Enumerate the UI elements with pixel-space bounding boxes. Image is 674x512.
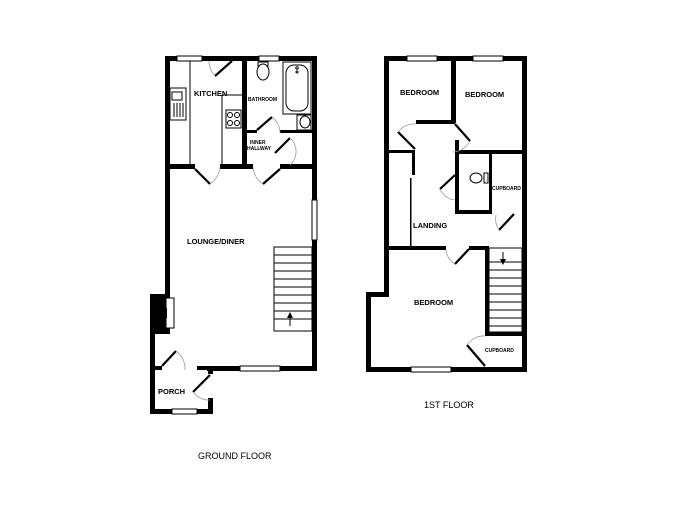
window-bedroom-2 bbox=[472, 55, 504, 62]
room-label-inner-hallway-1: INNER bbox=[250, 140, 266, 146]
room-label-bathroom: BATHROOM bbox=[248, 97, 277, 103]
stairs-down-icon bbox=[488, 247, 523, 333]
window-lounge-front bbox=[239, 365, 281, 372]
room-label-bedroom-2: BEDROOM bbox=[465, 90, 504, 99]
window-porch bbox=[171, 408, 198, 415]
first-floor-doors bbox=[397, 123, 515, 367]
bath-icon bbox=[282, 61, 312, 115]
stairs-up-icon bbox=[273, 246, 313, 332]
ground-floor-plan: KITCHEN BATHROOM INNER HALLWAY LOUNGE/DI… bbox=[150, 55, 318, 461]
ground-floor-doors bbox=[161, 60, 297, 401]
hob-icon bbox=[225, 109, 242, 129]
window-kitchen bbox=[176, 55, 203, 62]
toilet-icon bbox=[256, 61, 270, 81]
ground-floor-windows bbox=[171, 55, 318, 415]
washbasin-icon bbox=[296, 114, 312, 131]
kitchen-worktops bbox=[169, 61, 242, 164]
first-floor-windows bbox=[406, 55, 504, 373]
window-bedroom-3 bbox=[410, 366, 452, 373]
fireplace-icon bbox=[161, 297, 175, 329]
first-floor-plan: BEDROOM BEDROOM CUPBOARD LANDING BEDROOM… bbox=[366, 55, 527, 410]
window-bedroom-1 bbox=[406, 55, 438, 62]
room-label-porch: PORCH bbox=[158, 387, 185, 396]
room-label-inner-hallway-2: HALLWAY bbox=[247, 146, 272, 152]
room-label-kitchen: KITCHEN bbox=[194, 89, 227, 98]
sink-icon bbox=[169, 87, 187, 121]
room-label-lounge-diner: LOUNGE/DINER bbox=[187, 237, 245, 246]
room-label-landing: LANDING bbox=[413, 221, 447, 230]
toilet-icon bbox=[469, 172, 489, 184]
window-lounge-side bbox=[311, 199, 318, 241]
window-bathroom bbox=[258, 55, 280, 62]
caption-ground-floor: GROUND FLOOR bbox=[198, 451, 272, 461]
room-label-cupboard-2: CUPBOARD bbox=[485, 348, 514, 354]
room-label-cupboard-1: CUPBOARD bbox=[492, 186, 521, 192]
room-label-bedroom-1: BEDROOM bbox=[400, 88, 439, 97]
caption-first-floor: 1ST FLOOR bbox=[424, 400, 474, 410]
room-label-bedroom-3: BEDROOM bbox=[414, 298, 453, 307]
